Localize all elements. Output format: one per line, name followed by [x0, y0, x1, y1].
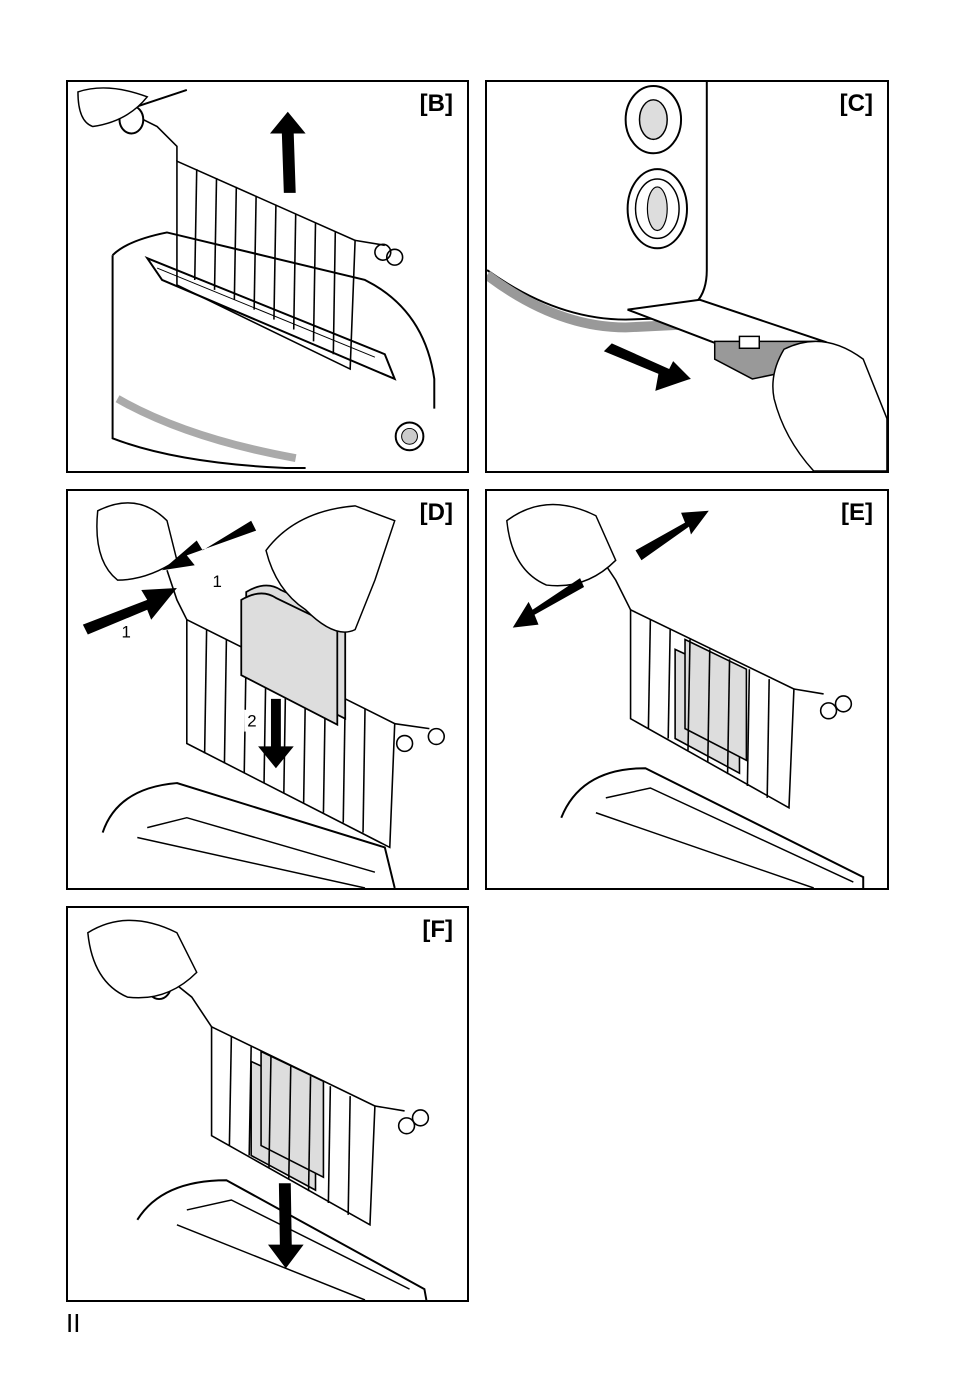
- panel-c: [C]: [485, 80, 889, 473]
- panel-label: [C]: [840, 90, 873, 118]
- illustration-lower-basket: [68, 908, 467, 1300]
- callout-1-lower: 1: [121, 623, 130, 642]
- panel-b: [B]: [66, 80, 469, 473]
- panel-label: [E]: [841, 499, 873, 527]
- panel-label: [D]: [420, 499, 453, 527]
- panel-d: 1 1 2 [D]: [66, 489, 469, 890]
- page-number: II: [66, 1308, 80, 1339]
- panel-e: [E]: [485, 489, 889, 890]
- illustration-crumb-tray: [487, 82, 887, 471]
- callout-1-upper: 1: [213, 572, 222, 591]
- panel-f: [F]: [66, 906, 469, 1302]
- illustration-insert-bread: 1 1 2: [68, 491, 467, 888]
- illustration-basket-lift: [68, 82, 467, 471]
- panel-label: [B]: [420, 90, 453, 118]
- callout-2: 2: [247, 712, 256, 731]
- illustration-clamp-bread: [487, 491, 887, 888]
- panel-label: [F]: [422, 916, 453, 944]
